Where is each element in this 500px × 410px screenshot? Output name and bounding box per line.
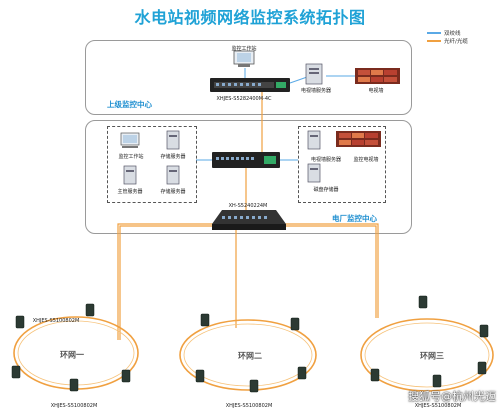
legend-line-fiber	[427, 40, 441, 42]
ring-3	[360, 318, 494, 392]
ring1-switch-5	[11, 365, 21, 379]
ring-1-label: 环网一	[60, 350, 84, 360]
ring-2-switch-label: XHJES-S5100802M	[225, 403, 273, 409]
core-switch-label: XH-S5240224M	[228, 203, 268, 209]
link-core-ring3	[283, 223, 379, 318]
legend-label-twisted: 双绞线	[444, 31, 461, 37]
ring2-switch-2	[290, 317, 300, 331]
plant-workstation-label: 监控工作站	[118, 154, 144, 160]
upper-tvserver-label: 电视墙服务器	[300, 88, 332, 94]
ring-2-inner	[183, 323, 313, 387]
legend: 双绞线 光纤/光缆	[427, 29, 468, 45]
legend-line-twisted	[427, 32, 441, 34]
ring1-switch-1	[85, 303, 95, 317]
fiber-links	[117, 92, 379, 340]
plant-tvwall-icon	[336, 131, 381, 147]
plant-tvserver-label: 电视墙服务器	[310, 157, 342, 163]
upper-switch-icon	[210, 78, 290, 92]
rings	[13, 316, 494, 392]
ring-2-label: 环网二	[238, 351, 262, 361]
plant-storage1-label: 存储服务器	[160, 154, 186, 160]
ring2-switch-5	[195, 369, 205, 383]
page-title: 水电站视频网络监控系统拓扑图	[134, 8, 366, 27]
legend-label-fiber: 光纤/光缆	[444, 39, 468, 45]
plant-disk-storage-label: 磁盘存储器	[313, 187, 339, 193]
plant-disk-storage-icon	[307, 163, 321, 183]
upper-center-label: 上级监控中心	[107, 100, 152, 109]
ring-1-bottom-label: XHJES-S5100802M	[50, 403, 98, 409]
link-core-ring1-b	[119, 225, 215, 340]
ring-switches	[11, 295, 489, 393]
plant-mgmt-server-label: 主管服务器	[117, 189, 143, 195]
ring1-switch-4	[69, 378, 79, 392]
plant-mgmt-server-icon	[123, 165, 137, 185]
plant-storage2-label: 存储服务器	[160, 189, 186, 195]
ring2-switch-1	[200, 313, 210, 327]
ring-2	[179, 319, 317, 391]
ring-3-inner	[364, 322, 490, 388]
ring-3-switch-label: XHJES-S5100802M	[414, 403, 462, 409]
plant-storage1-icon	[166, 130, 180, 150]
ring3-switch-2	[370, 368, 380, 382]
link-core-ring1	[117, 223, 215, 340]
link-core-ring3-b	[281, 225, 377, 318]
ring-3-label: 环网三	[420, 351, 444, 361]
ring2-switch-3	[297, 366, 307, 380]
plant-storage2-icon	[166, 165, 180, 185]
upper-tvwall-label: 电视墙	[368, 88, 384, 94]
ring3-switch-4	[477, 361, 487, 375]
upper-tvserver-icon	[305, 63, 323, 85]
plant-tvserver-icon	[307, 130, 321, 150]
ring3-switch-1	[418, 295, 428, 309]
upper-tvwall-icon	[355, 68, 400, 84]
upper-switch-label: XHJES-S5282400M-4C	[216, 96, 272, 102]
ring1-switch-3	[121, 369, 131, 383]
plant-center-label: 电厂监控中心	[332, 214, 377, 223]
ring2-switch-4	[249, 379, 259, 393]
watermark: 搜狐号@杭州光迈	[408, 390, 496, 403]
plant-switch-icon	[212, 152, 280, 168]
ring1-switch-2	[15, 315, 25, 329]
core-switch-icon	[212, 210, 286, 230]
ring3-switch-3	[432, 374, 442, 388]
ring-1-switch-label: XHJES-S5100802M	[32, 318, 80, 324]
plant-workstation-icon	[120, 132, 140, 148]
ring3-switch-5	[479, 324, 489, 338]
plant-tvwall-label: 监控电视墙	[353, 157, 379, 163]
upper-workstation-icon	[233, 50, 255, 67]
upper-workstation-label: 监控工作站	[231, 46, 257, 52]
